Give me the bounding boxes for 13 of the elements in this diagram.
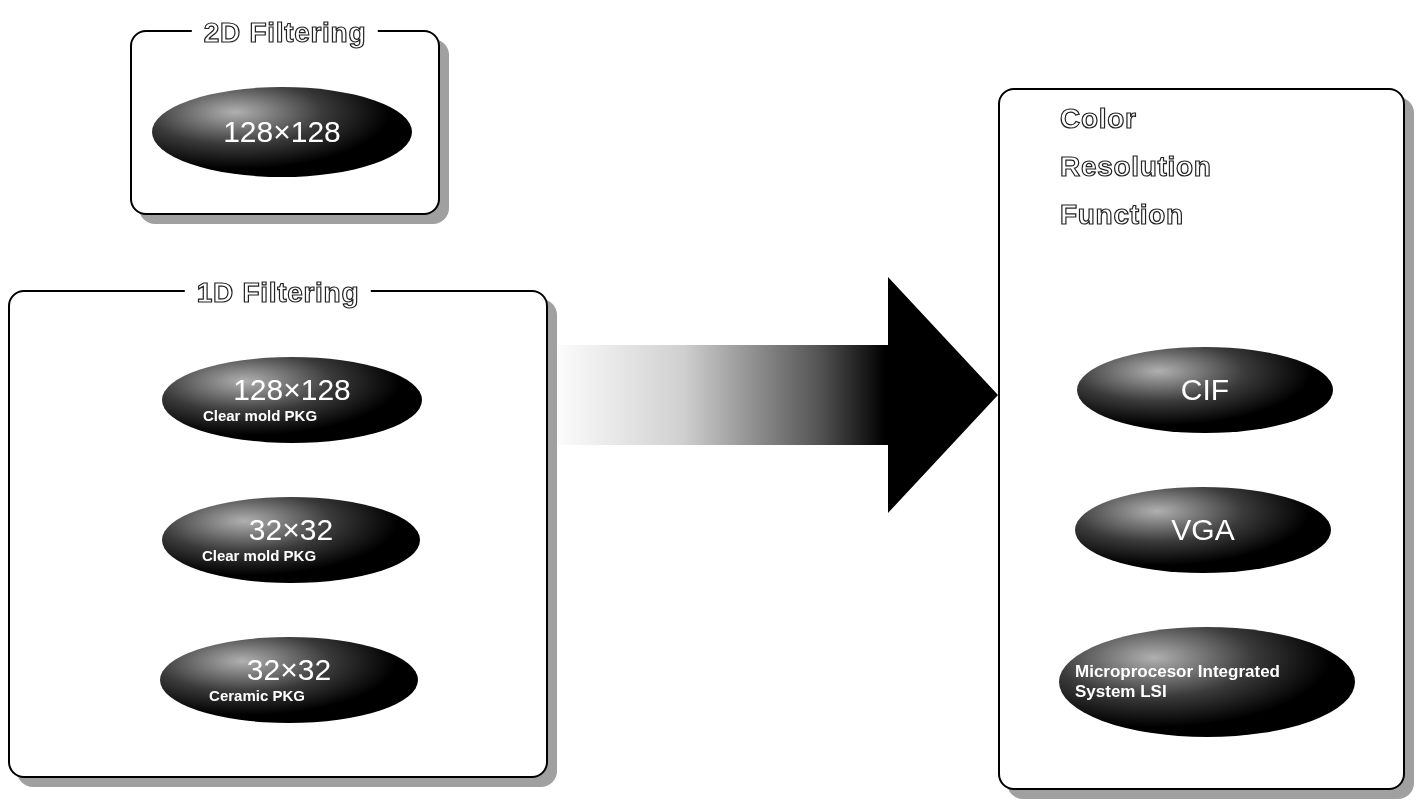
feature-label: Color [1060, 102, 1138, 136]
ellipse-label: 32×32 [248, 514, 334, 546]
ellipse-label: Clear mold PKG [201, 546, 317, 566]
ellipse-label: 128×128 [223, 116, 341, 148]
feature-label: Resolution [1060, 150, 1212, 184]
ellipse-label: 32×32 [246, 654, 332, 686]
ellipse-label: 128×128 [233, 374, 351, 406]
ellipse-label: Ceramic PKG [209, 686, 305, 706]
ellipse-label: VGA [1171, 514, 1235, 546]
ellipse-label: Microprocesor Integrated System LSI [1075, 662, 1281, 702]
ellipse-label: Clear mold PKG [202, 406, 318, 426]
feature-label: Function [1060, 198, 1185, 232]
ellipse-label: CIF [1180, 374, 1230, 406]
